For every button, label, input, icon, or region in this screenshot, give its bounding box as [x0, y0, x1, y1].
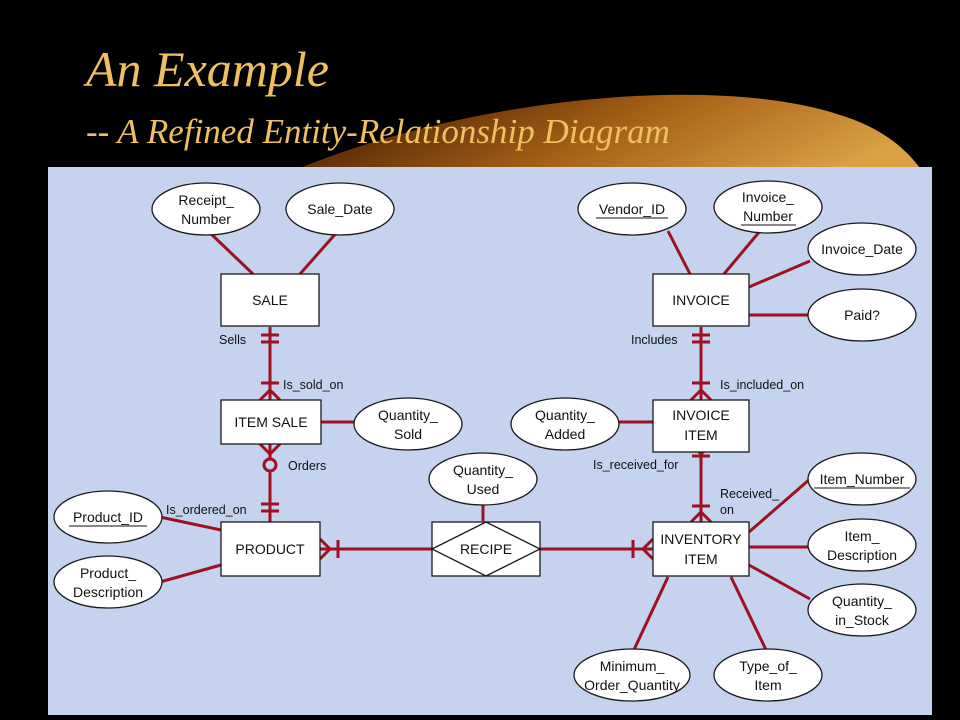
attr-quantity-sold-label-1: Quantity_ [378, 407, 438, 423]
label-is-ordered-on: Is_ordered_on [166, 503, 247, 517]
entity-invoice-item [652, 399, 750, 453]
attr-item-number [807, 452, 917, 506]
label-is-received-for: Is_received_for [593, 458, 678, 472]
attr-quantity-added-label-2: Added [545, 426, 585, 442]
entity-sale-label: SALE [252, 292, 288, 308]
entity-product [220, 521, 321, 577]
attr-quantity-in-stock-label-2: in_Stock [835, 612, 890, 628]
attr-product-id-label: Product_ID [73, 509, 143, 525]
attr-sale-date [285, 182, 395, 236]
entity-invoice [652, 273, 750, 327]
attr-item-description [807, 518, 917, 572]
label-includes: Includes [631, 333, 678, 347]
attr-item-description-label-2: Description [827, 547, 897, 563]
label-received-on-2: on [720, 503, 734, 517]
attr-invoice-number [713, 180, 823, 234]
attr-type-of-item [713, 648, 823, 702]
label-is-included-on: Is_included_on [720, 378, 804, 392]
attr-invoice-number-label-1: Invoice_ [742, 189, 794, 205]
entity-product-label: PRODUCT [235, 541, 305, 557]
label-sells: Sells [219, 333, 246, 347]
attr-vendor-id [577, 182, 687, 236]
attr-quantity-used [428, 452, 538, 506]
label-received-on-1: Received_ [720, 487, 780, 501]
attr-receipt-number-label-1: Receipt_ [178, 192, 233, 208]
entity-inventory-item-label-2: ITEM [684, 551, 717, 567]
attr-quantity-sold-label-2: Sold [394, 426, 422, 442]
attr-invoice-date-label: Invoice_Date [821, 241, 903, 257]
slide-title: An Example [86, 41, 329, 97]
attr-invoice-number-label-2: Number [743, 208, 793, 224]
entity-inventory-item-label-1: INVENTORY [660, 531, 742, 547]
attr-sale-date-label: Sale_Date [307, 201, 373, 217]
attr-product-description [53, 555, 163, 609]
attr-product-description-label-2: Description [73, 584, 143, 600]
attr-item-number-label: Item_Number [820, 471, 905, 487]
attr-quantity-added [510, 397, 620, 451]
attr-minimum-order-quantity-label-1: Minimum_ [600, 658, 665, 674]
entity-invoice-item-label-1: INVOICE [672, 407, 730, 423]
attr-receipt-number-label-2: Number [181, 211, 231, 227]
attr-paid-label: Paid? [844, 307, 880, 323]
entity-inventory-item [652, 521, 750, 577]
slide-subtitle: -- A Refined Entity-Relationship Diagram [86, 112, 670, 151]
attr-quantity-used-label-2: Used [467, 481, 500, 497]
label-is-sold-on: Is_sold_on [283, 378, 344, 392]
attribute-lines [159, 229, 811, 655]
attr-quantity-in-stock [807, 583, 917, 637]
entity-invoice-label: INVOICE [672, 292, 730, 308]
attr-vendor-id-label: Vendor_ID [599, 201, 665, 217]
diagram-background [48, 167, 932, 715]
entity-recipe-label: RECIPE [460, 541, 512, 557]
recipe-diamond [430, 521, 542, 577]
attr-quantity-added-label-1: Quantity_ [535, 407, 595, 423]
entity-item-sale [220, 399, 322, 445]
attr-type-of-item-label-2: Item [754, 677, 781, 693]
entity-item-sale-label: ITEM SALE [234, 414, 307, 430]
entity-sale [220, 273, 320, 327]
attr-invoice-date [807, 222, 917, 276]
label-orders: Orders [288, 459, 326, 473]
attr-product-description-label-1: Product_ [80, 565, 136, 581]
attr-minimum-order-quantity [573, 648, 691, 702]
attr-product-id [53, 490, 163, 544]
attr-receipt-number [151, 182, 261, 236]
attr-minimum-order-quantity-label-2: Order_Quantity [584, 677, 680, 693]
attr-quantity-in-stock-label-1: Quantity_ [832, 593, 892, 609]
attr-quantity-used-label-1: Quantity_ [453, 462, 513, 478]
attr-type-of-item-label-1: Type_of_ [739, 658, 797, 674]
attr-item-description-label-1: Item_ [844, 528, 879, 544]
er-diagram: SALE INVOICE ITEM SALE INVOICE ITEM PROD… [48, 167, 932, 715]
entity-invoice-item-label-2: ITEM [684, 427, 717, 443]
attr-quantity-sold [353, 397, 463, 451]
attr-paid [807, 288, 917, 342]
cardinality-marks [258, 333, 713, 561]
